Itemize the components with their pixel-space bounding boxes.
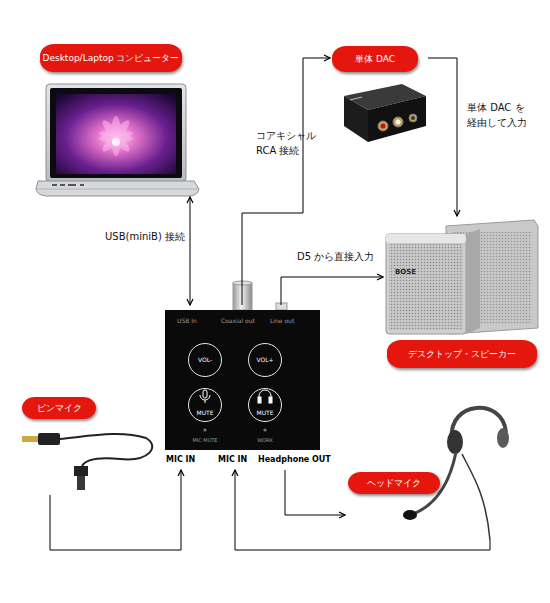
connector-line xyxy=(50,470,181,550)
dac-illustration xyxy=(344,84,426,142)
laptop-illustration-part xyxy=(60,184,65,186)
connector-line xyxy=(242,58,330,305)
node-text: VOL+ xyxy=(256,356,273,364)
connector-label: D5 から直接入力 xyxy=(297,249,374,264)
connector-label: USB(miniB) 接続 xyxy=(105,229,185,244)
laptop-illustration-part xyxy=(68,184,76,186)
pin-mic-illustration-part xyxy=(38,433,60,445)
dac-illustration-part xyxy=(393,117,403,127)
laptop-illustration-part-part xyxy=(99,117,132,154)
node-label-pill: 単体 DAC xyxy=(332,46,418,72)
laptop-illustration xyxy=(36,84,199,196)
node-text: Line out xyxy=(270,317,294,325)
headset-illustration-part xyxy=(447,430,463,454)
pin-mic-illustration-part xyxy=(74,466,88,476)
control-circle: VOL+ xyxy=(248,343,282,377)
node-text: MIC MUTE xyxy=(185,437,225,444)
coaxial-jack-part xyxy=(233,281,252,285)
node-text: VOL- xyxy=(198,356,212,364)
pin-mic-illustration xyxy=(22,433,152,490)
dac-illustration-part xyxy=(344,96,368,142)
speaker-node: デスクトップ・スピーカー xyxy=(383,216,540,370)
laptop-illustration-part xyxy=(52,184,57,186)
laptop-illustration-part xyxy=(80,184,84,186)
control-circle: MUTE xyxy=(248,388,282,422)
d5-device-box: USB In Coaxial out Line outMIC MUTE WORK VOL… xyxy=(165,305,320,470)
pin-mic-illustration-part xyxy=(60,434,152,466)
headset-node: ヘッドマイク xyxy=(345,398,505,540)
node-text: Coaxial out xyxy=(221,317,255,325)
laptop-illustration-part xyxy=(50,88,182,178)
dac-illustration-part xyxy=(409,114,417,122)
control-circle: MUTE xyxy=(188,388,222,422)
port-label: MIC IN xyxy=(166,455,195,465)
speaker-illustration xyxy=(386,220,538,334)
node-label-pill: デスクトップ・スピーカー xyxy=(387,340,537,368)
node-text: USB In xyxy=(177,317,197,325)
node-text: MUTE xyxy=(256,409,273,417)
dac-node: 単体 DAC xyxy=(330,44,428,150)
laptop-illustration-part xyxy=(112,138,120,146)
connector-label: コアキシャル RCA 接続 xyxy=(256,128,320,158)
dac-illustration-part xyxy=(381,124,386,129)
dac-illustration-part xyxy=(368,96,426,142)
pin-mic-node: ピンマイク xyxy=(18,395,163,495)
dac-illustration-part xyxy=(378,121,388,131)
node-label-pill: Desktop/Laptop コンピューター xyxy=(40,44,182,72)
dac-illustration-part xyxy=(411,116,415,120)
node-label-pill: ピンマイク xyxy=(22,397,96,419)
port-label: Headphone OUT xyxy=(258,455,331,465)
node-label-pill: ヘッドマイク xyxy=(348,472,440,494)
speaker-illustration-part xyxy=(466,229,480,334)
computer-node: Desktop/Laptop コンピューター xyxy=(40,42,195,197)
connector-label: 単体 DAC を 経由して入力 xyxy=(467,100,531,130)
connector-line xyxy=(281,277,383,305)
laptop-illustration-part-part xyxy=(99,117,132,154)
port-label: MIC IN xyxy=(218,455,247,465)
speaker-illustration-part xyxy=(386,234,466,243)
speaker-illustration-part xyxy=(386,234,466,334)
laptop-illustration-part xyxy=(36,189,199,190)
pin-mic-illustration-part xyxy=(22,436,38,442)
connector-line xyxy=(190,197,191,305)
laptop-illustration-part xyxy=(36,181,199,196)
node-text: MUTE xyxy=(196,409,213,417)
speaker-illustration-part xyxy=(389,244,463,330)
connector-line xyxy=(235,470,490,550)
node-text: WORK xyxy=(245,437,285,444)
brand-logo: BOSE xyxy=(395,268,416,277)
laptop-illustration-part xyxy=(99,116,134,156)
pin-mic-illustration-part xyxy=(77,476,85,490)
control-circle: VOL- xyxy=(188,343,222,377)
headset-illustration-part xyxy=(462,454,490,540)
laptop-illustration-part xyxy=(56,94,176,174)
connector-line xyxy=(428,58,457,216)
dac-illustration-part xyxy=(396,120,401,125)
headset-illustration-part xyxy=(403,510,417,520)
connector-line xyxy=(285,470,345,515)
dac-illustration-part xyxy=(350,97,362,100)
headset-illustration-part xyxy=(497,428,509,448)
laptop-illustration-part xyxy=(46,84,186,182)
